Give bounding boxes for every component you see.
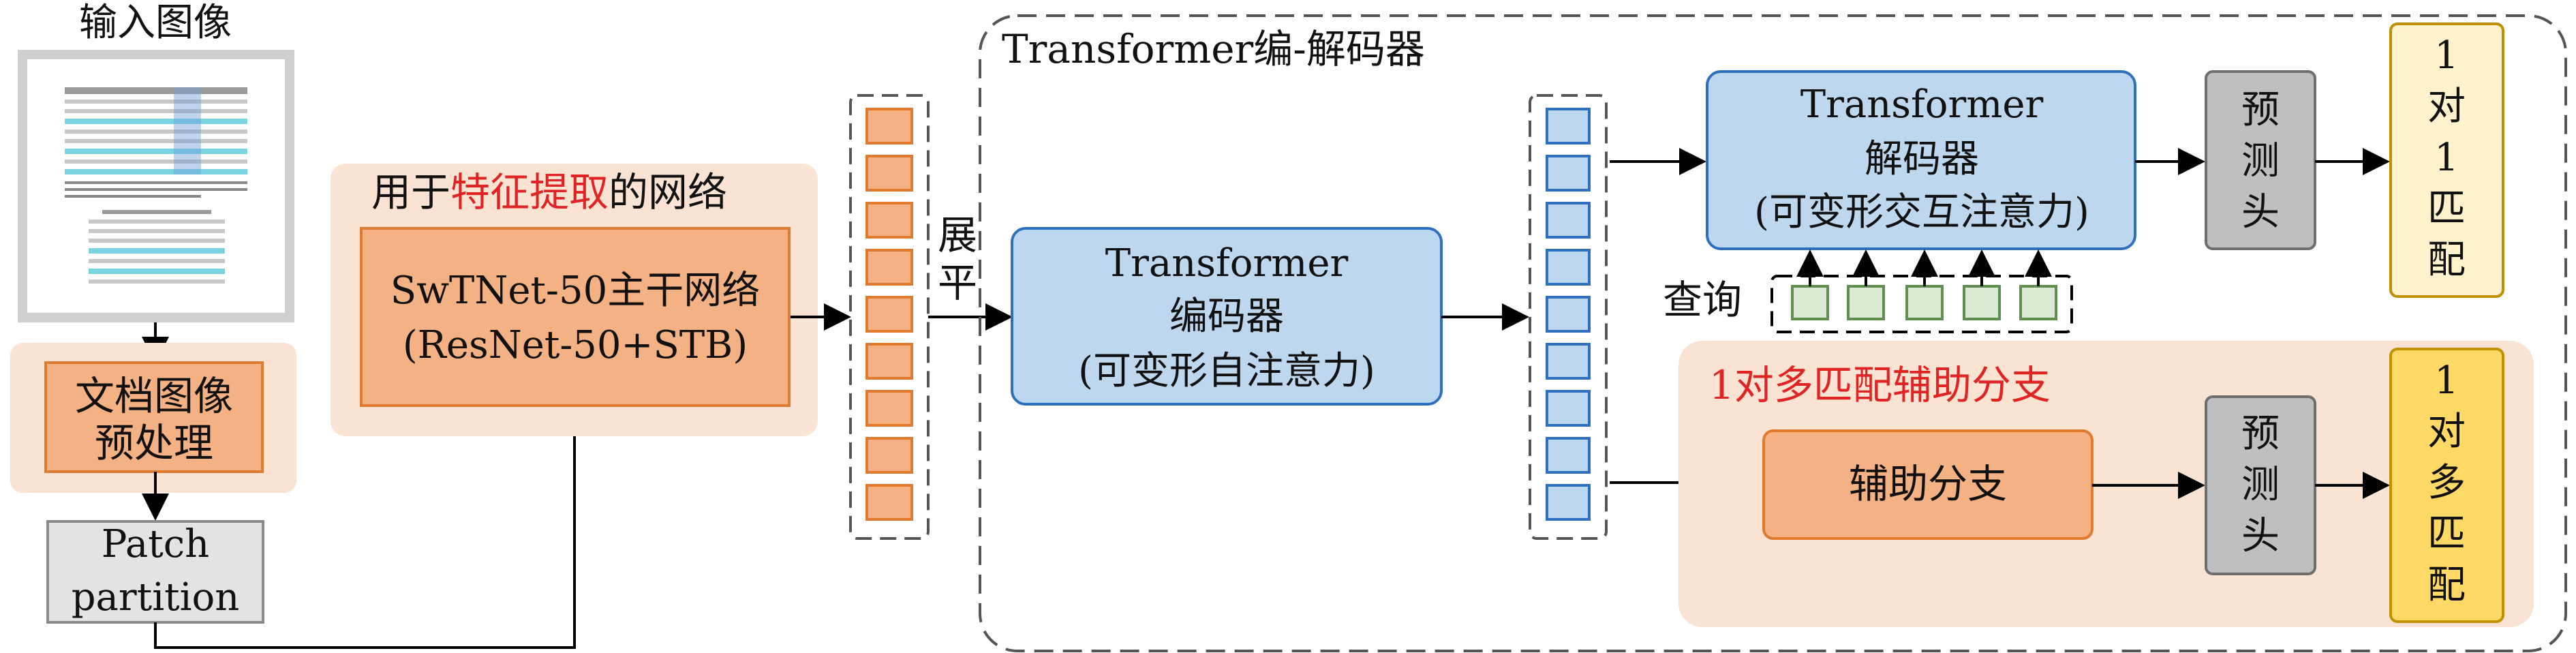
one-to-many-line2: 对 [2427, 410, 2466, 454]
pred-head-bottom-line1: 预 [2241, 412, 2280, 456]
backbone-line2: (ResNet-50+STB) [403, 323, 748, 367]
feature-net-title-suffix: 的网络 [609, 169, 727, 215]
input-document-thumbnail [18, 50, 294, 322]
query-box [1905, 285, 1944, 320]
preprocess-label-line1: 文档图像 [75, 373, 233, 419]
one-to-one-line3: 1 [2434, 136, 2459, 180]
query-box [1963, 285, 2001, 320]
query-box [2019, 285, 2057, 320]
one-to-many-line1: 1 [2434, 359, 2459, 403]
feature-net-title: 用于特征提取的网络 [371, 169, 727, 215]
orange-token [865, 249, 913, 286]
backbone-line1: SwTNet-50主干网络 [390, 269, 760, 313]
orange-token-stack-frame [849, 94, 930, 540]
preprocess-label-line2: 预处理 [95, 420, 213, 466]
encoder-line2: 编码器 [1169, 294, 1284, 339]
one-to-one-line4: 匹 [2427, 187, 2466, 231]
encoder-line3: (可变形自注意力) [1078, 349, 1375, 393]
patch-label-line1: Patch [102, 522, 209, 566]
pred-head-bottom-line3: 头 [2241, 514, 2280, 558]
orange-token [865, 108, 913, 145]
one-to-many-line5: 配 [2427, 563, 2466, 607]
blue-token [1546, 202, 1591, 239]
one-to-one-line2: 对 [2427, 85, 2466, 129]
blue-token [1546, 108, 1591, 145]
decoder-line1: Transformer [1800, 82, 2044, 127]
orange-token [865, 202, 913, 239]
backbone-box [360, 227, 791, 407]
query-box [1847, 285, 1885, 320]
blue-token-stack-frame [1529, 94, 1608, 540]
one-to-many-line4: 匹 [2427, 512, 2466, 556]
orange-token [865, 155, 913, 192]
orange-token [865, 296, 913, 333]
query-label: 查询 [1663, 277, 1742, 323]
blue-token [1546, 390, 1591, 427]
decoder-line2: 解码器 [1865, 137, 1979, 181]
decoder-line3: (可变形交互注意力) [1754, 190, 2089, 234]
blue-token [1546, 343, 1591, 380]
query-boxes [1791, 249, 2057, 320]
blue-token [1546, 296, 1591, 333]
flatten-label-line1: 展 [938, 212, 977, 258]
blue-token [1546, 484, 1591, 521]
aux-branch-title: 1对多匹配辅助分支 [1709, 362, 2051, 408]
one-to-one-line5: 配 [2427, 238, 2466, 282]
aux-branch-label: 辅助分支 [1849, 461, 2007, 507]
feature-net-title-highlight: 特征提取 [450, 169, 609, 215]
transformer-group-frame [979, 14, 2567, 652]
orange-token [865, 343, 913, 380]
transformer-group-title: Transformer编-解码器 [1002, 26, 1425, 72]
connector-patch-to-backbone [154, 405, 588, 649]
patch-label-line2: partition [72, 575, 240, 620]
orange-token [865, 390, 913, 427]
one-to-many-line3: 多 [2427, 461, 2466, 505]
orange-token-stack [865, 108, 913, 521]
encoder-line1: Transformer [1105, 241, 1349, 286]
one-to-many-box [2389, 348, 2504, 623]
pred-head-bottom-line2: 测 [2241, 463, 2280, 507]
flatten-label-line2: 平 [938, 260, 977, 306]
blue-token [1546, 437, 1591, 474]
orange-token [865, 484, 913, 521]
blue-token-stack [1546, 108, 1591, 521]
blue-token [1546, 155, 1591, 192]
input-image-title: 输入图像 [79, 1, 232, 45]
pred-head-top-line2: 测 [2241, 139, 2280, 183]
blue-token [1546, 249, 1591, 286]
query-box [1791, 285, 1829, 320]
orange-token [865, 437, 913, 474]
feature-net-title-prefix: 用于 [371, 169, 450, 215]
one-to-one-box [2389, 22, 2504, 298]
pred-head-top-line3: 头 [2241, 190, 2280, 234]
pred-head-top-line1: 预 [2241, 88, 2280, 132]
one-to-one-line1: 1 [2434, 33, 2459, 78]
